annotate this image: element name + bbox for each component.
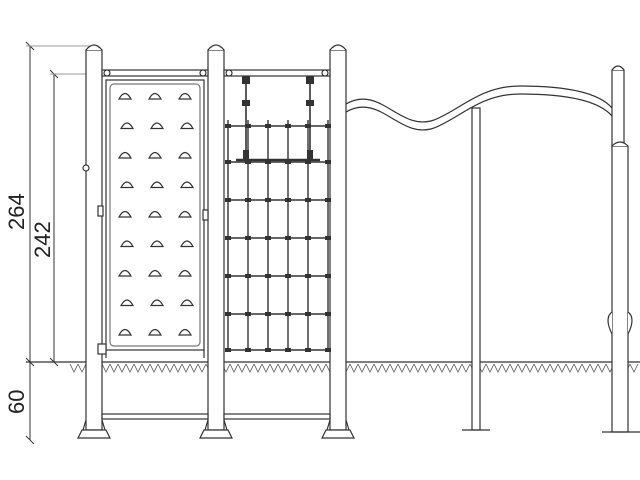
climbing-hold	[119, 181, 135, 189]
dimension-label-242: 242	[30, 221, 55, 258]
climbing-hold	[147, 92, 163, 100]
left-post	[77, 44, 111, 439]
climbing-holds	[117, 92, 195, 336]
climbing-hold	[149, 122, 165, 130]
wavy-monkey-bar	[345, 85, 613, 131]
climbing-hold	[119, 122, 135, 130]
right-post	[321, 44, 355, 439]
climbing-hold	[177, 269, 193, 277]
climbing-hold	[147, 210, 163, 218]
climbing-hold	[117, 151, 133, 159]
climbing-hold	[149, 181, 165, 189]
middle-post	[199, 44, 233, 439]
climbing-hold	[117, 92, 133, 100]
climbing-hold	[179, 299, 195, 307]
climbing-hold	[179, 122, 195, 130]
climbing-hold	[177, 210, 193, 218]
monkey-bar-end-post	[602, 65, 640, 433]
bottom-rails	[101, 413, 331, 420]
climbing-hold	[177, 151, 193, 159]
climbing-hold	[179, 240, 195, 248]
dimension-label-264: 264	[4, 193, 29, 230]
top-rails	[101, 69, 331, 77]
dimension-label-60: 60	[4, 390, 29, 414]
climbing-hold	[117, 269, 133, 277]
climbing-hold	[149, 240, 165, 248]
climbing-hold	[147, 269, 163, 277]
climbing-hold	[117, 210, 133, 218]
climbing-hold	[117, 328, 133, 336]
climbing-hold	[119, 299, 135, 307]
climbing-net	[225, 76, 331, 352]
climbing-hold	[147, 328, 163, 336]
climbing-hold	[177, 328, 193, 336]
climbing-hold	[177, 92, 193, 100]
climbing-hold	[149, 299, 165, 307]
climbing-hold	[147, 151, 163, 159]
monkey-bar-middle-post	[462, 107, 490, 431]
climbing-hold	[119, 240, 135, 248]
climbing-hold	[179, 181, 195, 189]
